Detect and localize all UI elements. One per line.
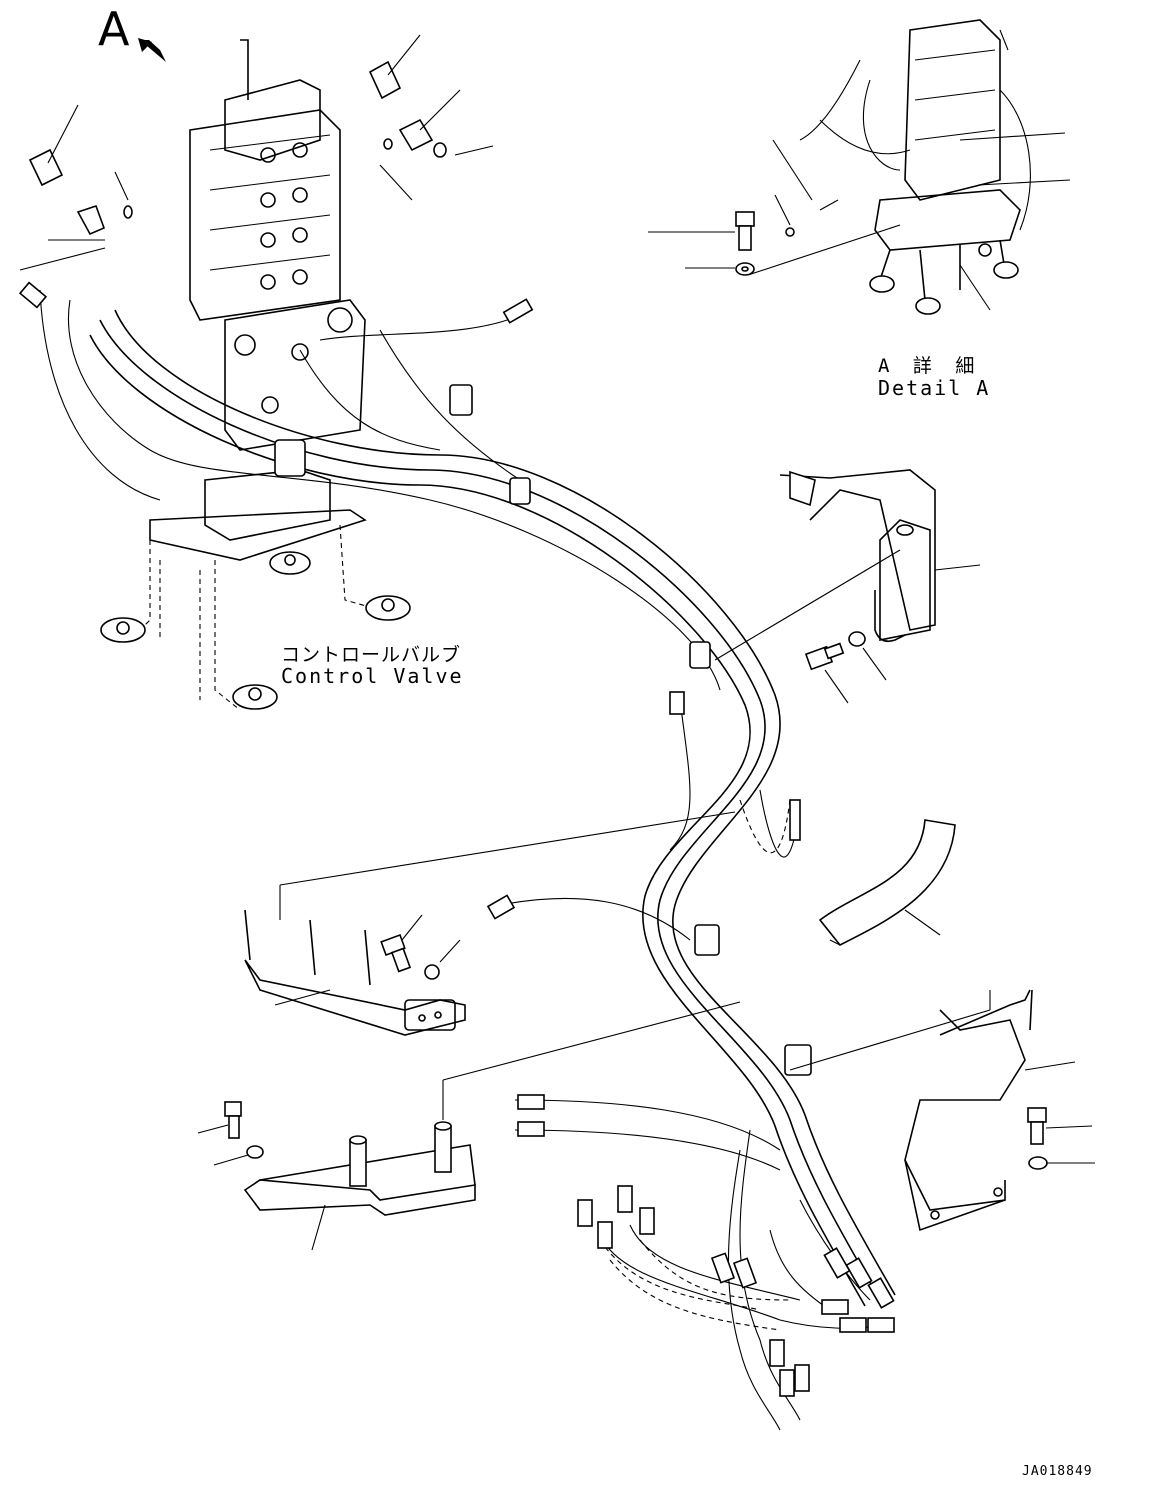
hose-fittings — [18, 281, 895, 1397]
bracket-upper — [714, 469, 981, 704]
hose-guard — [818, 819, 956, 947]
control-valve-label-jp: コントロールバルブ — [281, 644, 462, 666]
control-valve-label-en: Control Valve — [281, 664, 464, 688]
detail-label-en: Detail A — [878, 376, 991, 400]
washer — [685, 262, 755, 276]
drawing-number: JA018849 — [1022, 1464, 1093, 1479]
pressure-switch — [19, 34, 494, 271]
bracket-middle — [244, 811, 736, 1036]
bracket-lower-right — [789, 989, 1095, 1232]
view-letter: A — [98, 2, 130, 56]
detail-label-jp: A 詳 細 — [878, 355, 981, 377]
view-arrow-icon — [138, 38, 166, 62]
hose-bundle — [39, 289, 896, 1431]
bolt — [648, 211, 755, 251]
detail-a-view — [747, 19, 1071, 315]
bracket-lower-left — [197, 1001, 741, 1251]
control-valve — [100, 39, 411, 711]
